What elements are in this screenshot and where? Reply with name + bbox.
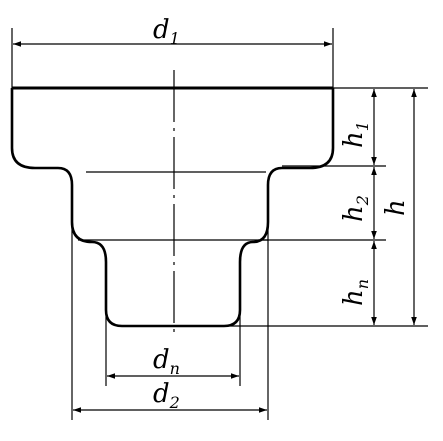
label-h: h [381,199,411,216]
part-outline [10,88,335,328]
label-h1: h1 [339,121,372,148]
label-hn: hn [339,279,372,306]
label-d2: d2 [153,379,180,412]
label-dn: dn [153,345,180,378]
label-d1: d1 [153,15,180,48]
label-h2: h2 [339,195,372,222]
